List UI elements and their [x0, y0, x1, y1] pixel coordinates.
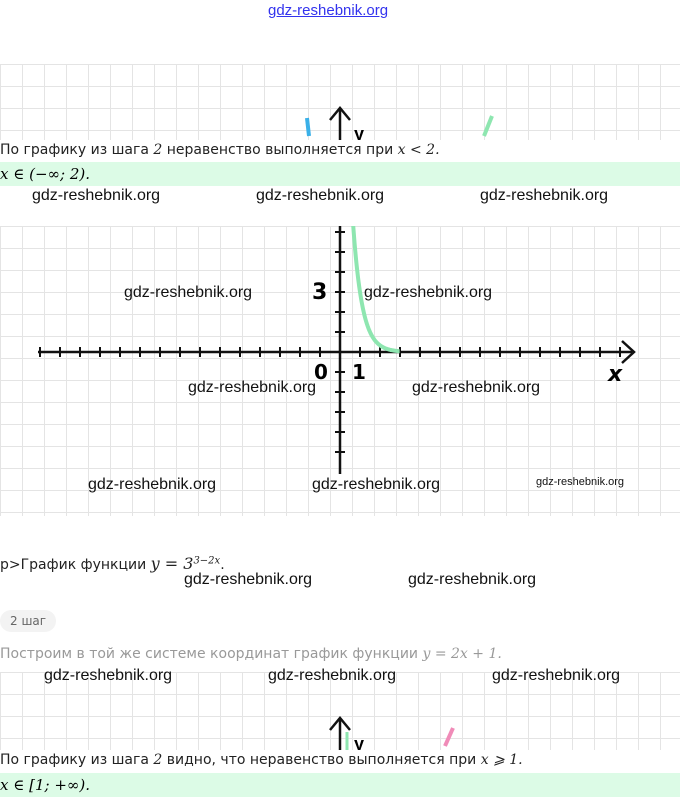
graph-fragment-bottom: y — [0, 672, 680, 754]
x-axis-label: x — [608, 362, 623, 387]
answer-1: x ∈ (−∞; 2). — [0, 162, 680, 186]
watermark: gdz-reshebnik.org — [492, 667, 621, 684]
step2-text: Построим в той же системе координат граф… — [0, 646, 502, 662]
graph-caption: p>График функции y = 33−2x. — [0, 554, 225, 573]
watermark: gdz-reshebnik.org — [44, 667, 173, 684]
watermark: gdz-reshebnik.org — [88, 476, 217, 493]
answer-2: x ∈ [1; +∞). — [0, 773, 680, 797]
function-graph — [38, 225, 636, 474]
watermark: gdz-reshebnik.org — [256, 187, 385, 204]
conclusion-2: По графику из шага 2 видно, что неравенс… — [0, 752, 523, 768]
graph-fragment-top: y — [0, 64, 680, 144]
watermark: gdz-reshebnik.org — [32, 187, 161, 204]
axis-fragment: y — [329, 716, 455, 754]
watermark: gdz-reshebnik.org — [188, 379, 317, 396]
svg-text:y: y — [354, 734, 364, 750]
tick-label-3: 3 — [312, 280, 328, 305]
origin-label: 0 — [314, 360, 328, 384]
function-curve — [351, 225, 400, 354]
site-header[interactable]: gdz-reshebnik.org — [268, 2, 389, 19]
watermark: gdz-reshebnik.org — [312, 476, 441, 493]
watermark: gdz-reshebnik.org — [124, 284, 253, 301]
watermark: gdz-reshebnik.org — [480, 187, 609, 204]
tick-label-1: 1 — [352, 360, 366, 384]
watermark: gdz-reshebnik.org — [184, 571, 313, 588]
step-badge: 2 шаг — [0, 610, 57, 632]
watermark: gdz-reshebnik.org — [364, 284, 493, 301]
watermark: gdz-reshebnik.org — [412, 379, 541, 396]
graph-main — [0, 225, 680, 516]
watermark: gdz-reshebnik.org — [268, 667, 397, 684]
watermark: gdz-reshebnik.org — [408, 571, 537, 588]
axis-fragment: y — [305, 106, 494, 144]
watermark-small: gdz-reshebnik.org — [536, 476, 625, 488]
svg-text:y: y — [354, 124, 364, 140]
x-axis-arrow — [621, 340, 636, 364]
conclusion-1: По графику из шага 2 неравенство выполня… — [0, 142, 440, 158]
